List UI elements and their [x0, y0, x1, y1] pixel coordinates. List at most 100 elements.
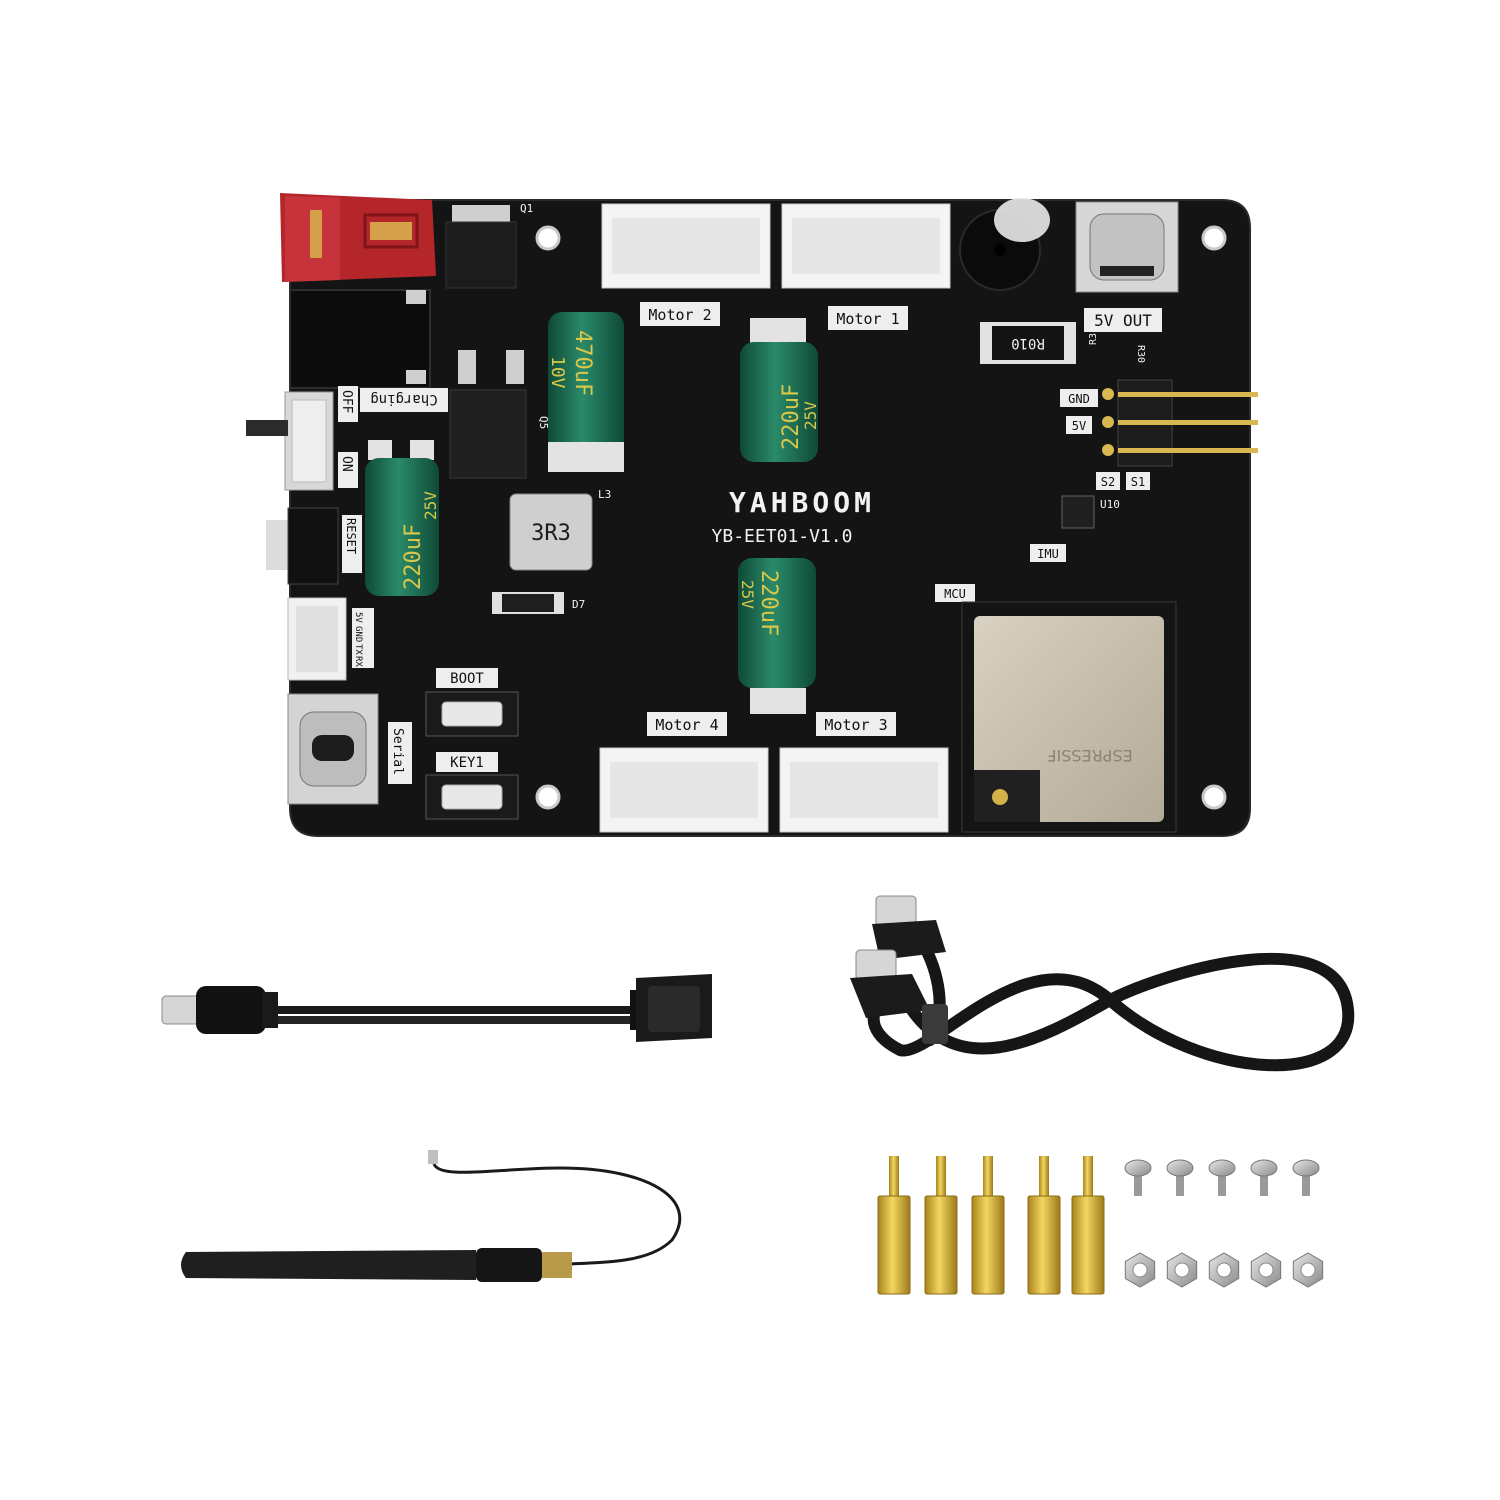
- mosfet-q1: Q1: [445, 202, 533, 289]
- reset-button[interactable]: [266, 507, 339, 585]
- designator-r30: R30: [1135, 345, 1146, 363]
- capacitor-220uf-center-top: 220uF 25V: [740, 318, 820, 462]
- switch-label-off: OFF: [338, 386, 358, 422]
- 5v-out-label: 5V OUT: [1084, 308, 1162, 332]
- svg-text:25V: 25V: [801, 401, 820, 430]
- svg-text:OFF: OFF: [339, 390, 354, 414]
- designator-q1: Q1: [520, 202, 533, 215]
- power-switch[interactable]: [246, 391, 334, 491]
- brass-standoff: [924, 1156, 958, 1295]
- s1-label: S1: [1126, 472, 1150, 490]
- motor-3-connector[interactable]: [779, 747, 949, 833]
- mount-hole: [1201, 225, 1227, 251]
- motor-1-connector[interactable]: J1: [781, 203, 951, 289]
- svg-text:TX: TX: [353, 644, 363, 655]
- svg-text:220uF: 220uF: [756, 570, 781, 636]
- motor-2-connector[interactable]: J3: [601, 203, 771, 289]
- boot-label: BOOT: [436, 668, 498, 688]
- svg-text:BOOT: BOOT: [450, 671, 484, 687]
- mount-hole: [535, 225, 561, 251]
- inductor-l3: 3R3 L3: [509, 488, 611, 571]
- mounting-hardware: [877, 1156, 1324, 1295]
- svg-text:R010: R010: [1011, 335, 1045, 351]
- uart-header[interactable]: [287, 597, 347, 681]
- charging-label: Charging: [360, 388, 448, 412]
- brass-standoff: [1027, 1156, 1061, 1295]
- hex-nut: [1208, 1252, 1240, 1288]
- svg-text:RESET: RESET: [344, 518, 358, 554]
- driver-board: Q1 Q5 OFF ON C: [246, 193, 1258, 837]
- svg-text:5V OUT: 5V OUT: [1094, 311, 1152, 330]
- designator-d7: D7: [572, 598, 585, 611]
- reset-label: RESET: [342, 515, 362, 573]
- steel-screw: [1166, 1159, 1194, 1196]
- usb-c-braided-cable: [850, 895, 1355, 1072]
- svg-text:Charging: Charging: [370, 391, 437, 407]
- regulator-q5: Q5: [449, 350, 550, 479]
- svg-text:Motor 4: Motor 4: [655, 716, 718, 734]
- svg-text:Serial: Serial: [390, 728, 405, 775]
- brand-logo: YAHBOOM: [729, 486, 875, 519]
- 5v-label: 5V: [1066, 416, 1092, 434]
- capacitor-220uf-left: 220uF 25V: [365, 440, 440, 596]
- imu-chip: U10: [1061, 495, 1120, 529]
- svg-text:10V: 10V: [547, 356, 568, 389]
- usb-c-serial-port[interactable]: [287, 693, 379, 805]
- mounting-holes: [535, 225, 1227, 810]
- svg-text:470uF: 470uF: [570, 330, 595, 396]
- s2-label: S2: [1096, 472, 1120, 490]
- uart-pin-labels: 5V GND TX RX: [352, 608, 374, 668]
- designator-u10: U10: [1100, 498, 1120, 511]
- svg-text:MCU: MCU: [944, 587, 966, 601]
- motor-3-label: Motor 3: [816, 712, 896, 736]
- brass-standoff: [1071, 1156, 1105, 1295]
- serial-label: Serial: [388, 722, 412, 784]
- svg-text:5V: 5V: [1072, 419, 1086, 433]
- gnd-label: GND: [1060, 389, 1098, 407]
- boot-button[interactable]: [425, 691, 519, 737]
- svg-text:S1: S1: [1131, 475, 1145, 489]
- motor-1-label: Motor 1: [828, 306, 908, 330]
- svg-text:RX: RX: [353, 656, 363, 667]
- diode-d7: D7: [492, 592, 585, 614]
- hex-nut: [1292, 1252, 1324, 1288]
- svg-text:KEY1: KEY1: [450, 755, 484, 771]
- svg-text:S2: S2: [1101, 475, 1115, 489]
- svg-text:25V: 25V: [738, 580, 757, 609]
- steel-screw: [1208, 1159, 1236, 1196]
- key1-label: KEY1: [436, 752, 498, 772]
- motor-4-connector[interactable]: [599, 747, 769, 833]
- hex-nut: [1250, 1252, 1282, 1288]
- power-connector[interactable]: [280, 193, 436, 282]
- designator-l3: L3: [598, 488, 611, 501]
- svg-text:220uF: 220uF: [779, 384, 804, 450]
- mount-hole: [1201, 784, 1227, 810]
- key1-button[interactable]: [425, 774, 519, 820]
- mcu-label: MCU: [935, 584, 975, 602]
- steel-screw: [1124, 1159, 1152, 1196]
- shunt-resistor: R010: [980, 322, 1076, 364]
- board-model: YB-EET01-V1.0: [712, 526, 853, 547]
- brass-standoff: [877, 1156, 911, 1295]
- servo-header[interactable]: [1102, 379, 1258, 467]
- capacitor-220uf-center-bottom: 220uF 25V: [738, 558, 816, 714]
- switch-label-on: ON: [338, 452, 358, 488]
- svg-text:ON: ON: [339, 456, 354, 472]
- hex-nut: [1124, 1252, 1156, 1288]
- capacitor-470uf: 470uF 10V: [547, 312, 624, 472]
- brass-standoff: [971, 1156, 1005, 1295]
- module-marking: ESPRESSIF: [1047, 746, 1132, 765]
- usb-c-ribbon-cable: [161, 974, 712, 1042]
- svg-text:IMU: IMU: [1037, 547, 1059, 561]
- motor-2-label: Motor 2: [640, 302, 720, 326]
- designator-j1: J1: [928, 204, 941, 217]
- designator-q5: Q5: [537, 416, 550, 429]
- buzzer: [959, 198, 1050, 291]
- usb-c-5v-out-port[interactable]: [1075, 201, 1179, 293]
- svg-text:GND: GND: [353, 626, 363, 642]
- svg-text:5V: 5V: [353, 612, 363, 623]
- steel-screw: [1292, 1159, 1320, 1196]
- wifi-antenna: [181, 1150, 682, 1282]
- designator-j3: J3: [752, 204, 765, 217]
